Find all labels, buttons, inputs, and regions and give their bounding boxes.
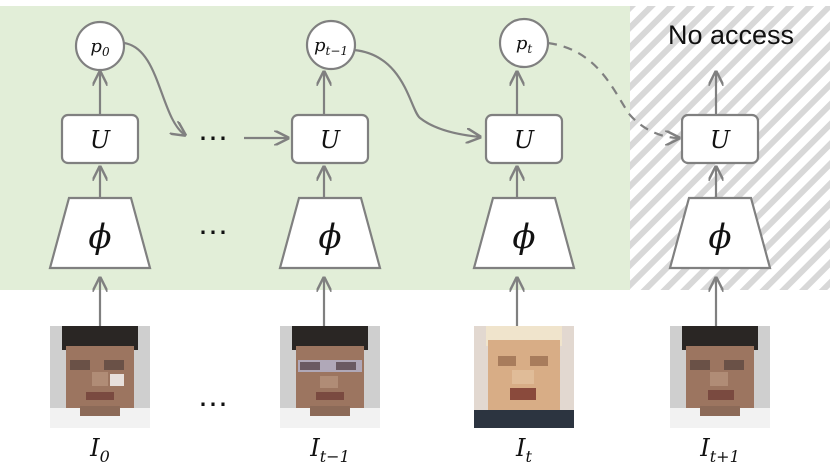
probability-node-t-minus-1: pt−1 <box>305 19 357 71</box>
no-access-label: No access <box>668 20 794 50</box>
svg-text:U: U <box>710 126 731 154</box>
svg-text:U: U <box>90 126 111 154</box>
face-image-t-plus-1 <box>670 326 770 428</box>
face-image-t <box>474 326 574 428</box>
svg-text:ϕ: ϕ <box>708 217 731 257</box>
face-image-t-minus-1 <box>280 326 380 428</box>
encoder-t: ϕ <box>472 196 576 270</box>
svg-text:pt: pt <box>516 33 533 56</box>
probability-node-0: p0 <box>74 20 126 72</box>
update-box-t: U <box>484 113 564 165</box>
encoder-0: ϕ <box>48 196 152 270</box>
encoder-t-plus-1: ϕ <box>668 196 772 270</box>
ellipsis-top: ⋯ <box>198 121 228 156</box>
ellipsis-bottom: ⋯ <box>198 387 228 422</box>
face-image-0 <box>50 326 150 428</box>
frame-label-t: It <box>515 434 532 466</box>
svg-text:U: U <box>320 126 341 154</box>
arrow-p1-to-update2 <box>353 48 480 137</box>
svg-text:ϕ: ϕ <box>512 217 535 257</box>
svg-text:U: U <box>514 126 535 154</box>
arrow-p0-to-ellipsis <box>123 41 185 135</box>
probability-node-t: pt <box>498 17 550 69</box>
arrow-p2-to-update3-dashed <box>547 41 679 138</box>
connections <box>100 41 716 330</box>
frame-label-0: I0 <box>89 434 110 466</box>
encoder-t-minus-1: ϕ <box>278 196 382 270</box>
update-box-0: U <box>60 113 140 165</box>
update-box-t-plus-1: U <box>680 113 760 165</box>
frame-label-t-minus-1: It−1 <box>309 434 350 466</box>
svg-text:ϕ: ϕ <box>88 217 111 257</box>
svg-text:pt−1: pt−1 <box>314 35 348 58</box>
frame-label-t-plus-1: It+1 <box>699 434 740 466</box>
svg-text:p0: p0 <box>90 36 110 59</box>
update-box-t-minus-1: U <box>290 113 370 165</box>
ellipsis-middle: ⋯ <box>198 215 228 250</box>
svg-text:ϕ: ϕ <box>318 217 341 257</box>
